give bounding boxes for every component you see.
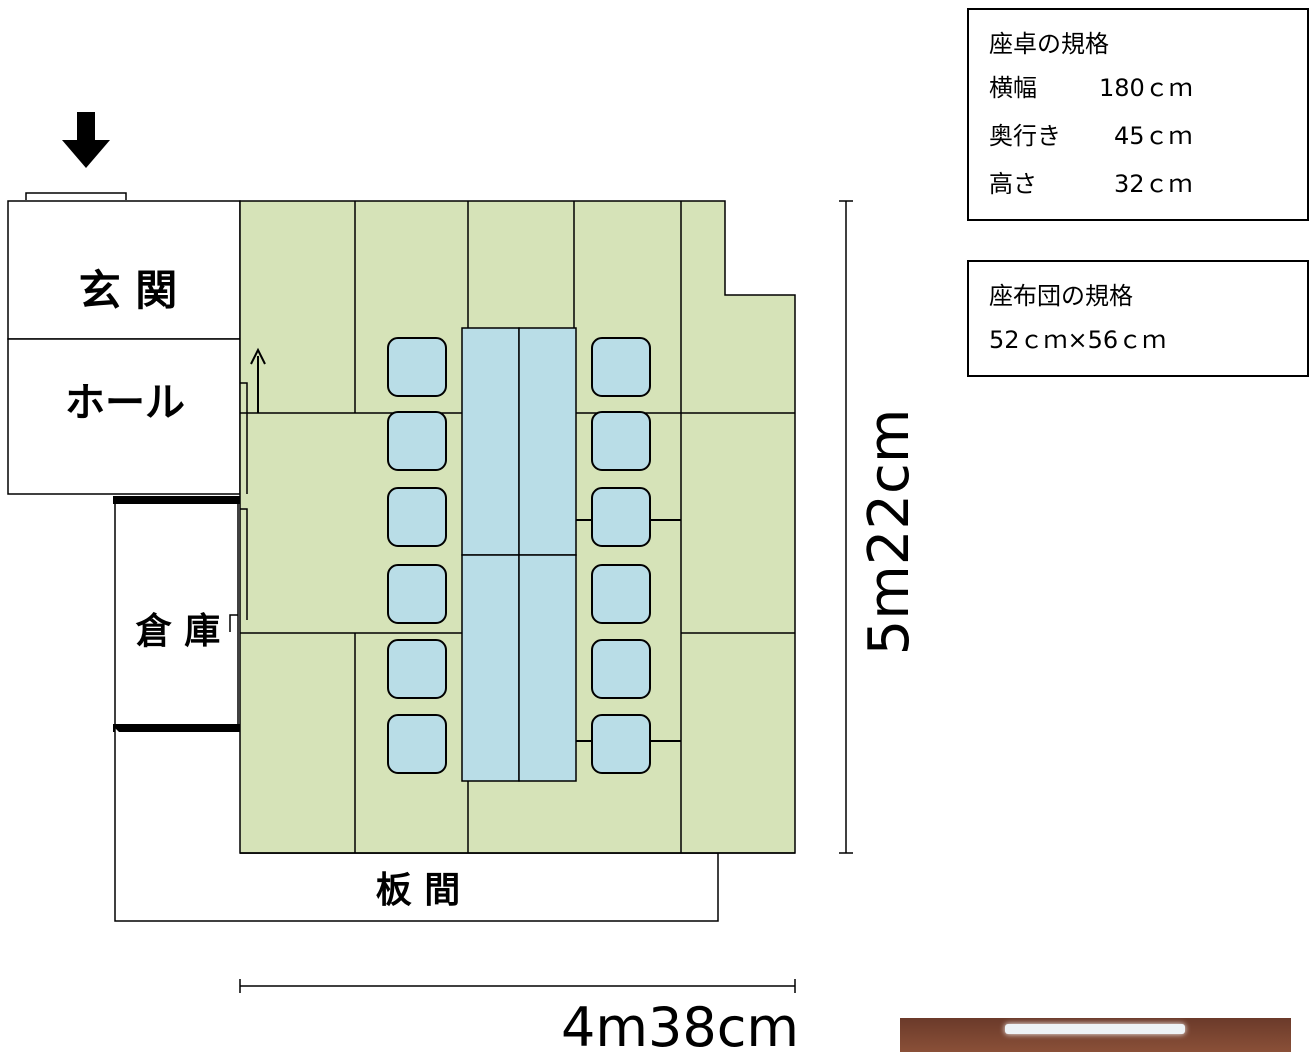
cushion	[591, 337, 651, 397]
cushion-spec-box: 座布団の規格 52ｃｍ×56ｃｍ	[967, 260, 1309, 377]
low-table	[518, 554, 577, 782]
height-dimension-label: 5m22cm	[857, 409, 922, 656]
table-spec-row: 奥行き 45ｃｍ	[989, 112, 1307, 160]
hall-door	[240, 382, 248, 620]
table-spec-width-label: 横幅	[989, 74, 1037, 102]
hall-room	[7, 338, 241, 495]
cushion	[387, 639, 447, 699]
table-spec-height-label: 高さ	[989, 170, 1037, 198]
door-arrow-icon	[250, 347, 266, 413]
entry-arrow-icon	[62, 112, 110, 168]
width-dimension-line	[239, 979, 796, 993]
cushion-spec-title: 座布団の規格	[989, 282, 1133, 310]
table-spec-box: 座卓の規格 横幅 180ｃｍ 奥行き 45ｃｍ 高さ 32ｃｍ	[967, 8, 1309, 221]
cushion-spec-size: 52ｃｍ×56ｃｍ	[989, 326, 1167, 354]
table-spec-width-value: 180ｃｍ	[1099, 74, 1193, 102]
cushion	[591, 487, 651, 547]
cushions-right	[591, 337, 651, 774]
cushion	[387, 411, 447, 471]
hall-label: ホール	[65, 380, 185, 426]
height-dimension-line	[839, 200, 853, 854]
storage-label: 倉 庫	[135, 611, 221, 652]
cushion	[591, 411, 651, 471]
cushions-left	[387, 337, 447, 774]
cushion	[387, 714, 447, 774]
low-table	[518, 327, 577, 556]
low-tables	[461, 327, 577, 782]
cushion	[591, 639, 651, 699]
width-dimension-label: 4m38cm	[561, 996, 799, 1052]
wood-floor-label: 板 間	[376, 870, 461, 911]
table-spec-row: 横幅 180ｃｍ	[989, 64, 1307, 112]
cushion	[387, 564, 447, 624]
room-photo	[900, 1018, 1291, 1052]
table-spec-depth-label: 奥行き	[989, 122, 1061, 150]
ceiling-lamp	[1005, 1024, 1185, 1034]
floor-plan: 玄 関 ホール 倉 庫 板 間	[7, 112, 922, 1052]
cushion-connectors	[576, 519, 681, 742]
entrance-door	[25, 192, 127, 200]
cushion	[591, 564, 651, 624]
table-spec-height-value: 32ｃｍ	[1114, 170, 1193, 198]
tatami-mat-lines	[240, 201, 795, 854]
table-spec-title: 座卓の規格	[989, 30, 1109, 58]
table-spec-depth-value: 45ｃｍ	[1114, 122, 1193, 150]
low-table	[461, 554, 520, 782]
cushion	[591, 714, 651, 774]
low-table	[461, 327, 520, 556]
storage-door	[229, 614, 238, 632]
cushion	[387, 487, 447, 547]
table-spec-row: 高さ 32ｃｍ	[989, 160, 1307, 208]
cushion	[387, 337, 447, 397]
entrance-label: 玄 関	[79, 266, 178, 315]
